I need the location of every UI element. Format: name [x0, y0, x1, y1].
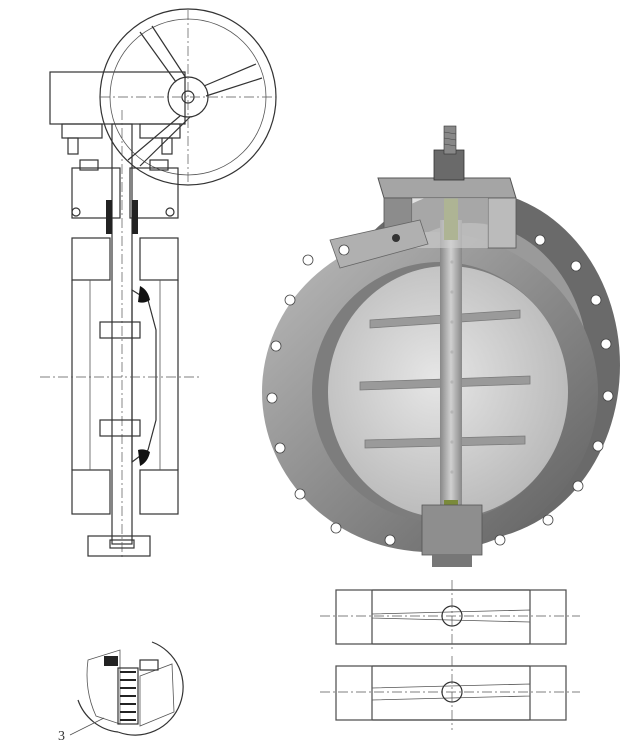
packing-coil	[117, 667, 139, 725]
side-section-view	[40, 8, 277, 560]
handwheel	[99, 8, 277, 186]
cutaway-3d-view	[262, 125, 620, 567]
bottom-cap	[87, 535, 151, 557]
bottom-housing	[421, 504, 483, 556]
top-bracket	[377, 177, 517, 199]
detail-callout-number: 3	[58, 729, 65, 744]
packing-right	[132, 200, 138, 234]
gearbox	[49, 71, 186, 125]
disc-section-views	[320, 580, 580, 730]
packing-left	[106, 200, 112, 234]
bolt-holes	[266, 234, 614, 546]
seal-detail-view: 3	[58, 641, 184, 744]
shaft	[440, 220, 462, 550]
